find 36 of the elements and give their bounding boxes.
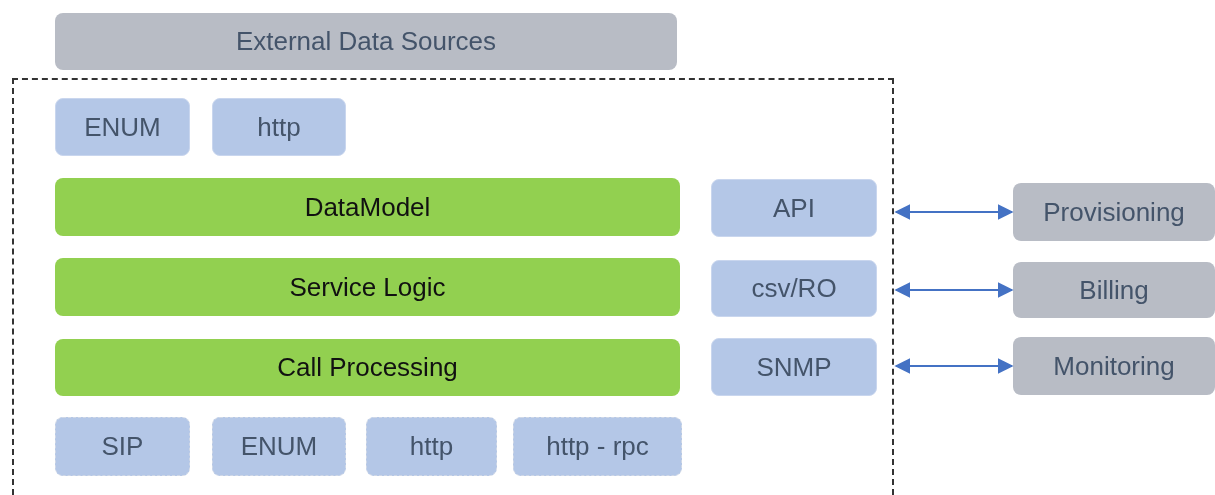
protocol-box xyxy=(212,98,346,156)
node-label: SNMP xyxy=(756,351,832,383)
layer-band xyxy=(55,13,677,70)
layer-band xyxy=(55,339,680,396)
node-label: http xyxy=(409,431,454,462)
protocol-box xyxy=(55,98,190,156)
layer-band xyxy=(55,258,680,316)
system-box xyxy=(1013,183,1215,241)
node-label: Service Logic xyxy=(289,271,446,303)
node-label: External Data Sources xyxy=(235,26,497,57)
node-label: SIP xyxy=(101,431,144,462)
protocol-box xyxy=(55,417,190,476)
interface-box xyxy=(711,179,877,237)
layer-band xyxy=(55,178,680,236)
node-label: ENUM xyxy=(240,431,318,462)
node-label: http - rpc xyxy=(546,431,649,462)
node-label: API xyxy=(773,192,815,224)
dashed-frame xyxy=(12,78,894,495)
system-box xyxy=(1013,262,1215,318)
system-box xyxy=(1013,337,1215,395)
node-label: DataModel xyxy=(304,191,431,223)
protocol-box xyxy=(366,417,497,476)
interface-box xyxy=(711,260,877,317)
node-label: Billing xyxy=(1079,274,1149,306)
protocol-box xyxy=(513,417,682,476)
double-arrow xyxy=(894,282,1014,298)
protocol-box xyxy=(212,417,346,476)
double-arrow xyxy=(894,204,1014,220)
interface-box xyxy=(711,338,877,396)
node-label: Call Processing xyxy=(277,352,458,383)
node-label: Provisioning xyxy=(1043,196,1185,228)
node-label: csv/RO xyxy=(751,273,837,304)
node-label: ENUM xyxy=(84,111,161,143)
double-arrow xyxy=(894,358,1014,374)
node-label: Monitoring xyxy=(1053,350,1175,382)
node-label: http xyxy=(257,111,301,143)
